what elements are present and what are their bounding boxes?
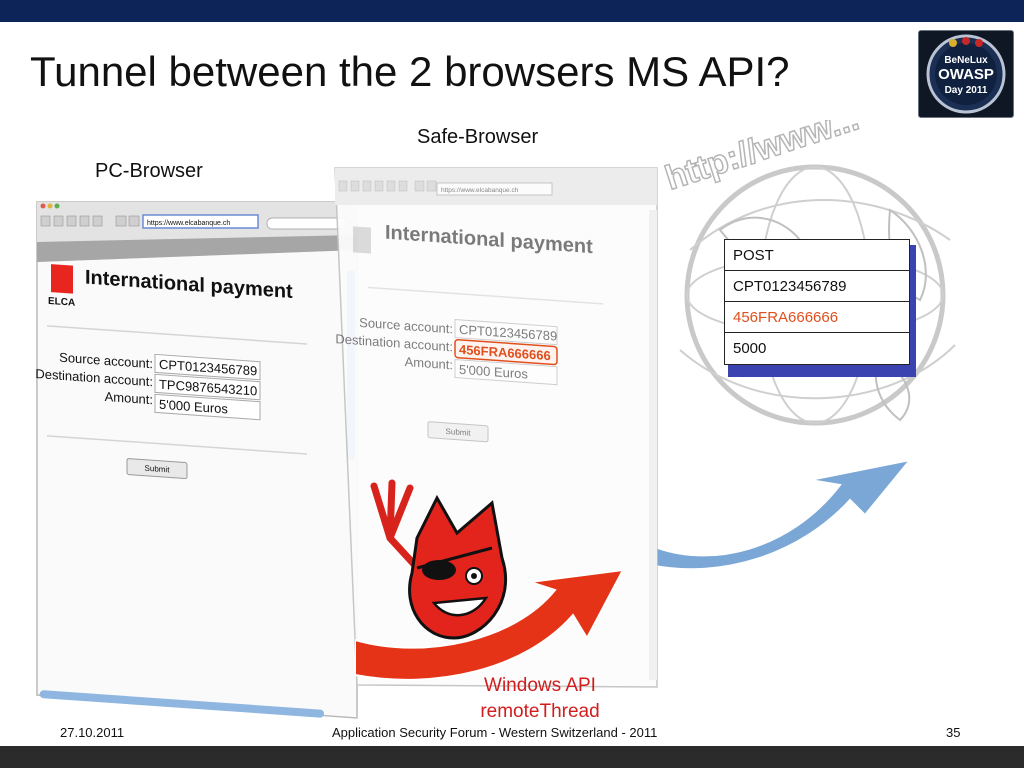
owasp-benelux-badge: BeNeLux OWASP Day 2011 xyxy=(918,30,1014,118)
pc-url-text: https://www.elcabanque.ch xyxy=(147,220,230,227)
packet-row-destination: 456FRA666666 xyxy=(725,302,909,333)
badge-line1: BeNeLux xyxy=(944,55,988,66)
devil-mascot-icon xyxy=(362,478,517,643)
footer-date: 27.10.2011 xyxy=(60,725,124,740)
globe-text: http://www... xyxy=(661,120,864,198)
badge-line2: OWASP xyxy=(938,66,994,83)
elca-logo-text: ELCA xyxy=(48,296,75,309)
pc-window-controls xyxy=(41,204,60,209)
elca-logo xyxy=(51,264,73,294)
packet-row-source: CPT0123456789 xyxy=(725,271,909,302)
blue-tunnel-arrow xyxy=(650,440,920,580)
bottom-bar xyxy=(0,746,1024,768)
windows-api-line1: Windows API xyxy=(455,673,625,699)
slide-title: Tunnel between the 2 browsers MS API? xyxy=(30,48,790,96)
top-bar xyxy=(0,0,1024,22)
safe-toolbar-buttons xyxy=(339,181,436,191)
windows-api-line2: remoteThread xyxy=(455,699,625,725)
safe-url-text: https://www.elcabanque.ch xyxy=(441,187,519,194)
safe-browser-label: Safe-Browser xyxy=(417,126,538,149)
badge-line3: Day 2011 xyxy=(945,85,988,96)
http-packet-table: POST CPT0123456789 456FRA666666 5000 xyxy=(724,239,910,365)
packet-row-method: POST xyxy=(725,240,909,271)
pc-browser-window: https://www.elcabanque.ch ELCA Internati… xyxy=(35,190,365,720)
pc-submit-label: Submit xyxy=(145,464,171,475)
footer-title: Application Security Forum - Western Swi… xyxy=(332,725,657,740)
footer-page-number: 35 xyxy=(946,725,960,740)
safe-submit-label: Submit xyxy=(446,427,472,438)
owasp-logo: BeNeLux OWASP Day 2011 xyxy=(919,31,1013,117)
packet-row-amount: 5000 xyxy=(725,333,909,364)
safe-scrollbar[interactable] xyxy=(649,210,657,680)
windows-api-label: Windows API remoteThread xyxy=(455,673,625,725)
pc-browser-label: PC-Browser xyxy=(95,160,203,183)
